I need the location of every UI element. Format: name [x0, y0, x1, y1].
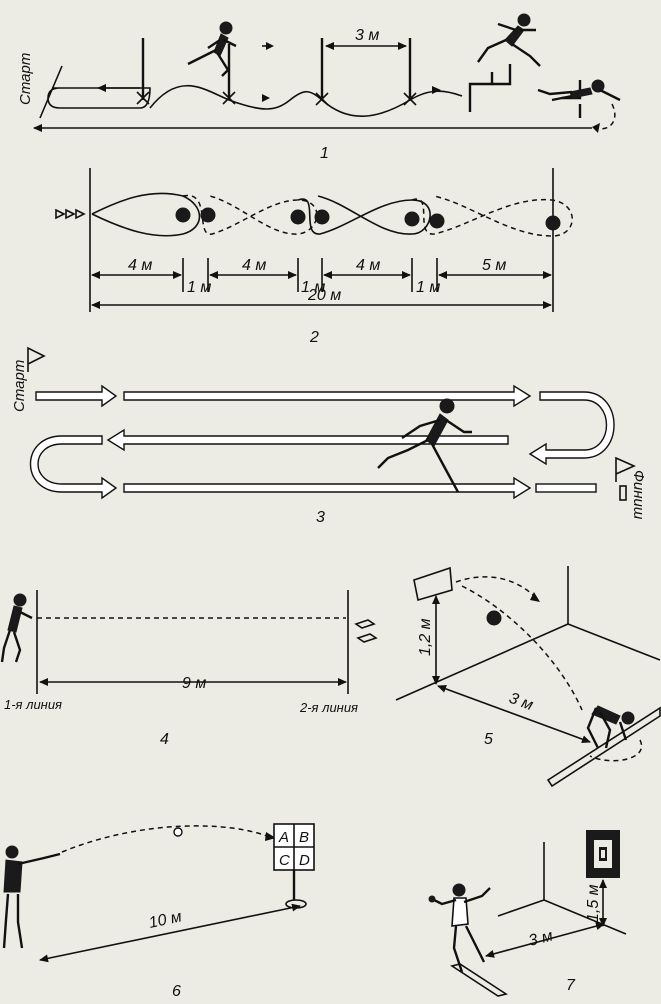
u-turn-arrow [528, 391, 615, 466]
runner-figure [187, 21, 237, 77]
gap-label: 1 м [416, 279, 440, 296]
thrower-figure [428, 883, 491, 973]
wall-floor-edge [395, 623, 569, 701]
path-arrow [432, 86, 441, 94]
segment-label: 4 м [242, 257, 266, 274]
turn-arrow [595, 103, 616, 130]
path-arrow [262, 94, 270, 102]
target-cell: C [279, 852, 290, 869]
segment-label: 4 м [356, 257, 380, 274]
gap-label: 1 м [187, 279, 211, 296]
route-dashed [182, 194, 318, 235]
distance-label: 3 м [527, 927, 555, 949]
hurdler-figure [477, 13, 541, 67]
target-cell: A [278, 829, 289, 846]
hurdle [492, 64, 512, 86]
throw-trajectory [61, 825, 273, 853]
start-arrows [55, 208, 86, 220]
wall-floor-edge [497, 899, 545, 917]
panel-5: 1,2 м 3 м 5 [395, 566, 661, 788]
pole-1-mark [136, 91, 150, 105]
panel-1: Старт 3 м [17, 13, 621, 162]
ball [173, 827, 183, 837]
panel-6: A B C D 10 м 6 [2, 823, 315, 1000]
target-cell: B [299, 829, 309, 846]
low-barrier [562, 80, 582, 118]
finish-label: Финиш [630, 470, 647, 520]
ball-flight [461, 585, 583, 711]
distance-label: 10 м [147, 908, 183, 932]
brick [356, 633, 378, 643]
track-arrow [123, 476, 532, 500]
distance-label: 3 м [507, 690, 536, 714]
route-solid [91, 192, 201, 237]
panel-7: 1,5 м 3 м 7 [428, 830, 627, 997]
return-loop [47, 87, 151, 109]
distance-label: 9 м [182, 675, 206, 692]
crawler-figure [537, 79, 621, 102]
gap-label: 1 м [301, 279, 325, 296]
track-arrow [123, 384, 532, 408]
dim-distance [485, 922, 605, 958]
finish-post [619, 485, 627, 501]
panel-number: 7 [566, 977, 576, 994]
thrower-figure [0, 593, 33, 663]
dim-10m [39, 903, 301, 963]
height-label: 1,5 м [585, 884, 602, 922]
track-arrow [106, 428, 509, 452]
thrower-figure [2, 845, 61, 949]
ball [486, 610, 502, 626]
line-2-label: 2-я линия [299, 700, 358, 715]
route-dashed [411, 195, 573, 237]
ball-marker [314, 209, 330, 225]
ball-marker [404, 211, 420, 227]
dim-distance [437, 685, 591, 743]
segment-label: 5 м [482, 257, 506, 274]
direction-arrow [266, 42, 274, 50]
start-label: Старт [11, 360, 28, 412]
start-label: Старт [17, 53, 34, 105]
panel-number: 5 [484, 731, 493, 748]
panel-number: 1 [320, 145, 329, 162]
start-flag [27, 346, 46, 372]
height-label: 1,2 м [417, 618, 434, 656]
target-board [413, 566, 453, 602]
finish-flag [615, 456, 636, 482]
crouching-figure [586, 705, 635, 749]
start-board [450, 963, 508, 997]
ball-marker [175, 207, 191, 223]
ball-marker [290, 209, 306, 225]
line-1-label: 1-я линия [4, 697, 62, 712]
panel-number: 6 [172, 983, 181, 1000]
hurdle [468, 72, 494, 112]
distance-label: 3 м [355, 27, 379, 44]
panel-3: Старт Финиш 3 [11, 346, 647, 526]
floor-edge [567, 623, 661, 661]
target-cell: D [299, 852, 310, 869]
start-line [39, 65, 63, 119]
ball-flight [455, 576, 539, 601]
panel-number: 4 [160, 731, 169, 748]
track-arrow [35, 384, 118, 408]
run-arrow [589, 739, 643, 762]
u-turn-arrow [29, 435, 118, 500]
total-label: 20 м [307, 287, 341, 304]
dimension-ticks [182, 258, 438, 292]
runner-figure [377, 398, 472, 493]
panel-number: 3 [316, 509, 325, 526]
slalom-path [149, 84, 463, 118]
ball-marker [200, 207, 216, 223]
brick [354, 619, 376, 629]
floor-edge [543, 899, 627, 935]
panel-number: 2 [309, 329, 319, 346]
segment-label: 4 м [128, 257, 152, 274]
finish-bar [535, 483, 597, 493]
ball-marker [429, 213, 445, 229]
ball-marker [545, 215, 561, 231]
panel-4: 9 м 1-я линия 2-я линия 4 [0, 590, 378, 748]
panel-2: 4 м 4 м 4 м 5 м 1 м 1 м 1 м 20 м 2 [55, 168, 573, 346]
